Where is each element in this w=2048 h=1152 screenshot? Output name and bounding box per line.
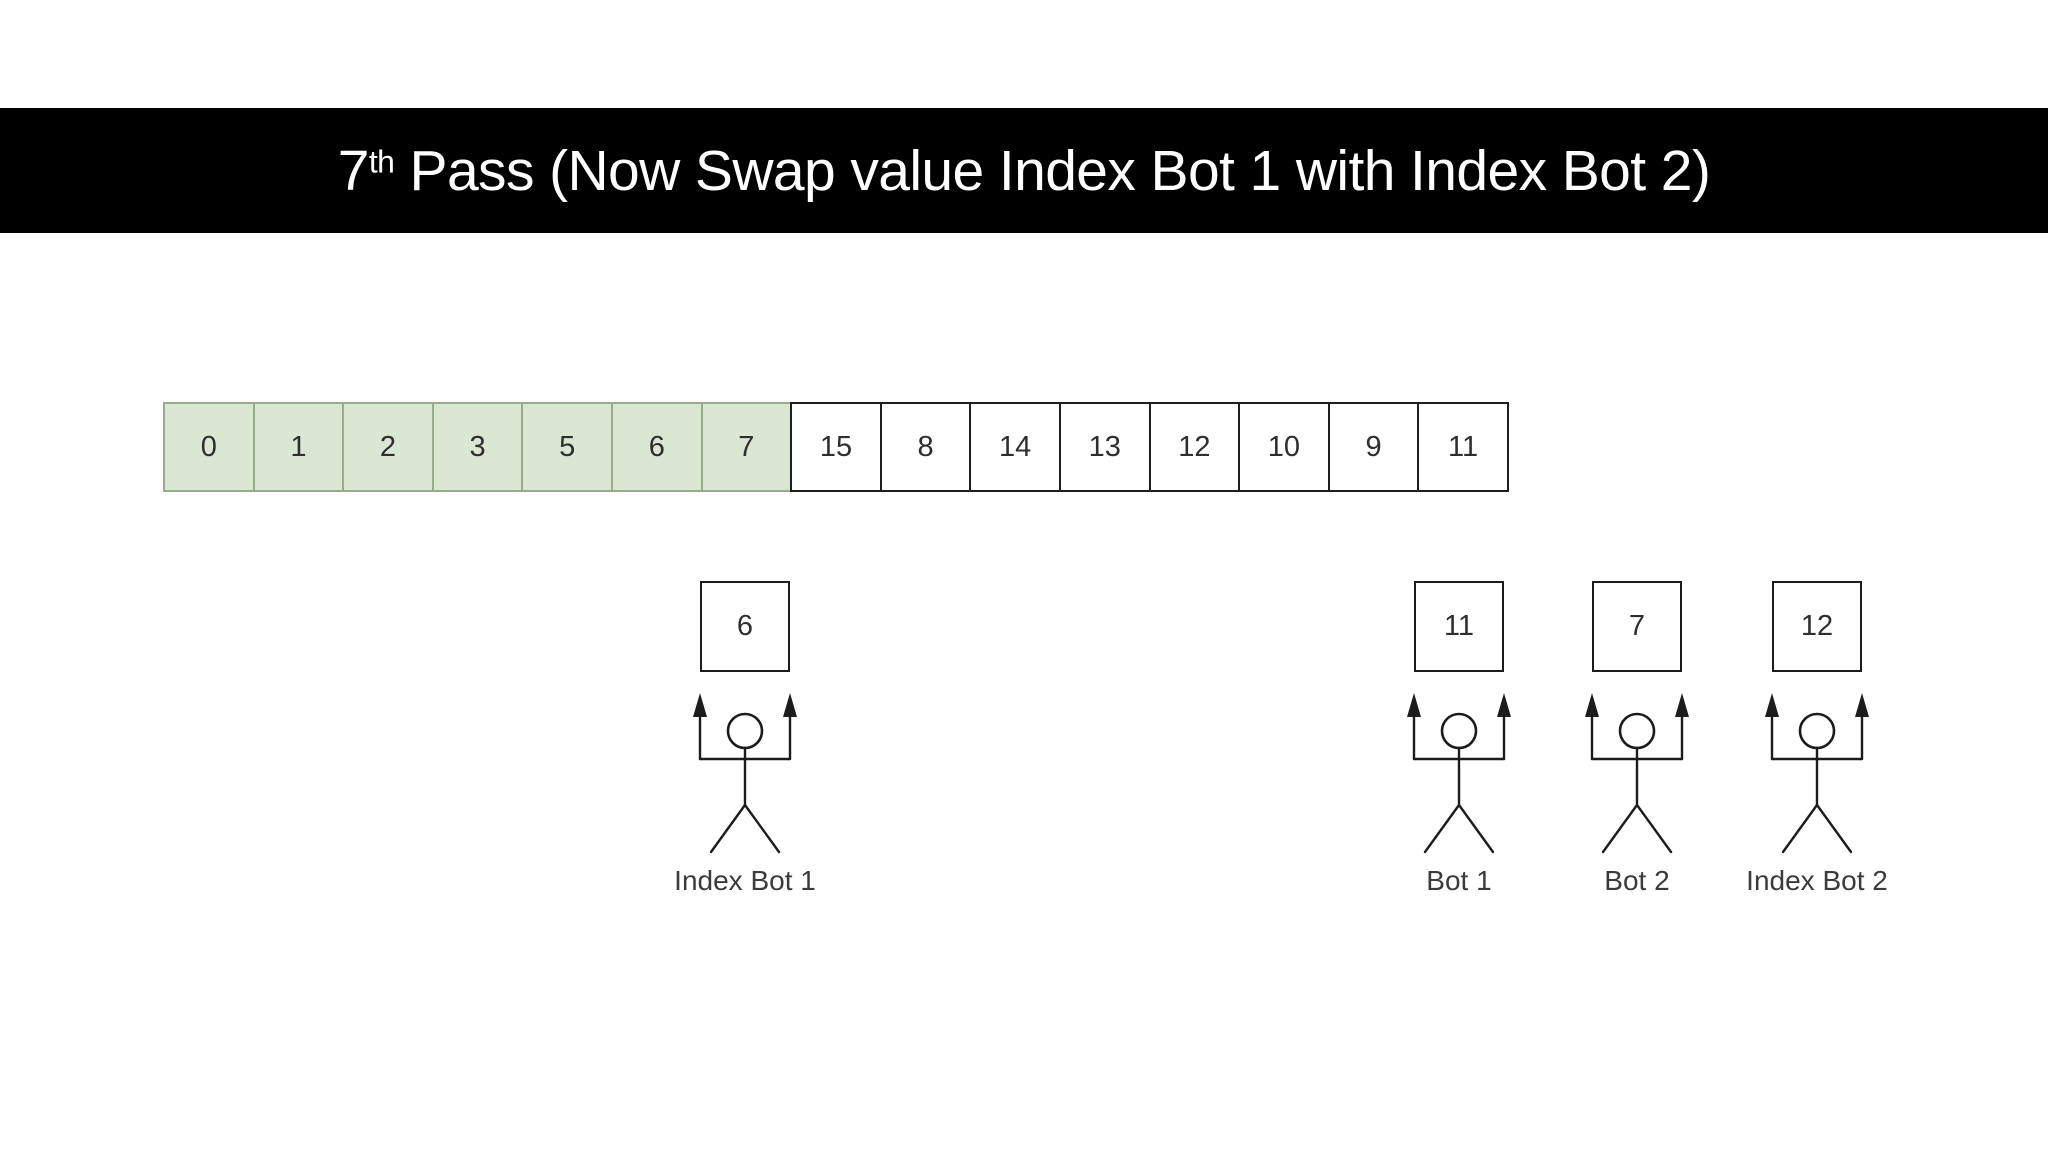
title-text: Pass (Now Swap value Index Bot 1 with In…	[394, 138, 1711, 203]
right-up-arrow-icon	[1497, 693, 1511, 717]
left-leg	[1423, 803, 1461, 854]
array-cell: 11	[1417, 402, 1509, 492]
array-cell: 2	[342, 402, 434, 492]
bot-group: 12 Index Bot 2	[1717, 581, 1917, 897]
bot-value-box: 6	[700, 581, 790, 672]
left-up-arrow-icon	[1765, 693, 1779, 717]
array-cell-value: 11	[1448, 430, 1479, 463]
array-cell: 12	[1148, 402, 1241, 492]
bot-value: 11	[1443, 610, 1475, 642]
stick-figure-icon	[1765, 693, 1869, 854]
array-cell-value: 12	[1178, 430, 1211, 463]
stick-figure-icon	[693, 693, 797, 854]
right-leg	[1457, 803, 1495, 854]
bot-value-box: 12	[1772, 581, 1862, 672]
array-cell-value: 9	[1365, 430, 1382, 463]
array-cell: 6	[610, 402, 703, 492]
array-cell: 9	[1327, 402, 1420, 492]
array-row: 0 1 2 3 5 6 7 15 8 14 13 12 10 9 11	[163, 402, 1509, 492]
page-title: 7th Pass (Now Swap value Index Bot 1 wit…	[337, 138, 1711, 204]
right-up-arrow-icon	[783, 693, 797, 717]
array-cell-value: 8	[917, 430, 934, 463]
array-cell: 8	[879, 402, 972, 492]
right-leg	[1815, 803, 1853, 854]
array-cell-value: 3	[469, 430, 486, 463]
right-leg	[1635, 803, 1673, 854]
stick-figure-icon	[1407, 693, 1511, 854]
stick-figure-icon	[1585, 693, 1689, 854]
bot-group: 11 Bot 1	[1359, 581, 1559, 897]
array-cell: 0	[163, 402, 255, 492]
array-cell-value: 1	[290, 430, 307, 463]
array-cell-value: 13	[1088, 430, 1121, 463]
array-cell: 15	[790, 402, 882, 492]
bot-value-box: 11	[1414, 581, 1504, 672]
pass-number: 7	[337, 138, 370, 203]
bot-value-box: 7	[1592, 581, 1682, 672]
head	[1618, 712, 1656, 750]
bot-label: Index Bot 1	[674, 865, 816, 896]
bot-group: 6 Index Bot 1	[645, 581, 845, 897]
bot-label: Bot 2	[1604, 865, 1670, 896]
head	[726, 712, 764, 750]
array-cell-value: 15	[819, 430, 853, 463]
left-leg	[709, 803, 747, 854]
array-cell: 1	[252, 402, 345, 492]
array-cell-value: 5	[559, 430, 576, 463]
ordinal-suffix: th	[368, 142, 395, 179]
array-cell: 10	[1238, 402, 1330, 492]
array-cell: 3	[431, 402, 524, 492]
array-cell: 13	[1058, 402, 1151, 492]
title-bar: 7th Pass (Now Swap value Index Bot 1 wit…	[0, 108, 2048, 233]
array-cell: 14	[969, 402, 1061, 492]
array-cell-value: 2	[379, 430, 397, 463]
left-up-arrow-icon	[1407, 693, 1421, 717]
array-cell-value: 0	[200, 430, 217, 463]
head	[1798, 712, 1836, 750]
bot-group: 7 Bot 2	[1537, 581, 1737, 897]
bot-label: Index Bot 2	[1746, 865, 1888, 896]
right-up-arrow-icon	[1855, 693, 1869, 717]
left-up-arrow-icon	[1585, 693, 1599, 717]
array-cell: 7	[700, 402, 793, 492]
array-cell-value: 10	[1267, 430, 1301, 463]
bot-value: 12	[1800, 610, 1834, 642]
array-cell-value: 6	[648, 430, 665, 463]
array-cell: 5	[521, 402, 613, 492]
right-leg	[743, 803, 781, 854]
left-leg	[1601, 803, 1639, 854]
bot-value: 7	[1628, 610, 1646, 642]
array-cell-value: 14	[999, 430, 1032, 463]
right-up-arrow-icon	[1675, 693, 1689, 717]
left-up-arrow-icon	[693, 693, 707, 717]
bot-value: 6	[736, 610, 754, 642]
array-cell-value: 7	[738, 430, 755, 463]
left-leg	[1781, 803, 1819, 854]
bot-label: Bot 1	[1426, 865, 1492, 896]
head	[1440, 712, 1478, 750]
